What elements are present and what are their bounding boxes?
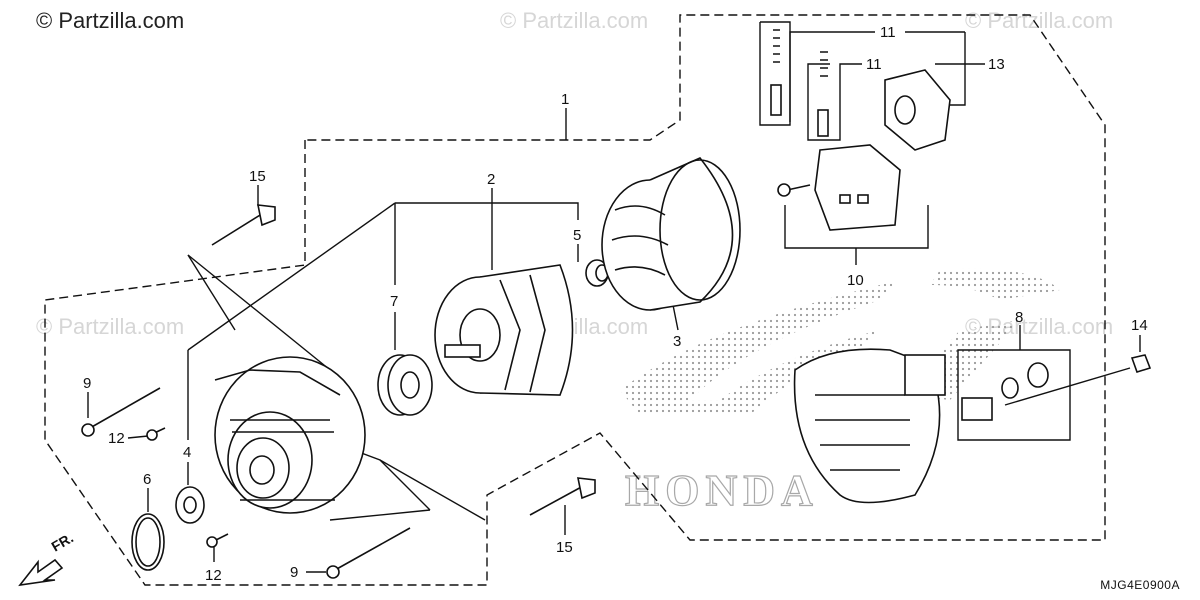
- assembly-outline: [44, 14, 1106, 586]
- leader-lines: [87, 21, 1141, 573]
- callout-13: 13: [988, 56, 1005, 73]
- pulley-bearing-part-4: [175, 486, 205, 524]
- bolts: [81, 204, 1152, 579]
- front-housing-part: [793, 348, 946, 504]
- rear-housing-part: [214, 356, 366, 514]
- callout-10: 10: [847, 272, 864, 289]
- honda-logo-text: HONDA: [625, 466, 819, 515]
- callout-2: 2: [487, 171, 495, 188]
- diagram-code: MJG4E0900A: [1100, 578, 1180, 592]
- brush-holder-part-13: [884, 69, 951, 151]
- o-ring-part-6: [131, 513, 165, 571]
- bearing-part-7: [377, 354, 433, 416]
- callout-12-top: 12: [108, 430, 125, 447]
- callout-labels: 1 2 3 4 5 6 7 8 9 9 10 11 11 12 12 13 14…: [83, 24, 1148, 584]
- callout-15-bottom: 15: [556, 539, 573, 556]
- regulator-part-10: [777, 144, 901, 231]
- callout-11-top: 11: [880, 24, 896, 41]
- watermark-top-right: © Partzilla.com: [965, 8, 1114, 33]
- callout-6: 6: [143, 471, 151, 488]
- rotor-part-2: [434, 264, 574, 396]
- callout-9-top: 9: [83, 375, 91, 392]
- terminal-kit-part-8: [961, 362, 1049, 421]
- stator-part-3: [601, 157, 741, 311]
- brush-springs-part-11: [770, 29, 829, 137]
- front-direction-arrow: FR.: [18, 529, 77, 587]
- callout-14: 14: [1131, 317, 1148, 334]
- callout-15-top: 15: [249, 168, 266, 185]
- callout-7: 7: [390, 293, 398, 310]
- watermark-mid-left: © Partzilla.com: [36, 314, 185, 339]
- callout-1: 1: [561, 91, 569, 108]
- watermark-top-center: © Partzilla.com: [500, 8, 649, 33]
- brand-watermark: © Partzilla.com: [36, 8, 185, 33]
- front-direction-label: FR.: [49, 529, 77, 554]
- callout-9-bottom: 9: [290, 564, 298, 581]
- callout-12-bottom: 12: [205, 567, 222, 584]
- callout-5: 5: [573, 227, 581, 244]
- callout-4: 4: [183, 444, 191, 461]
- callout-3: 3: [673, 333, 681, 350]
- callout-11-middle: 11: [866, 56, 882, 73]
- callout-8: 8: [1015, 309, 1023, 326]
